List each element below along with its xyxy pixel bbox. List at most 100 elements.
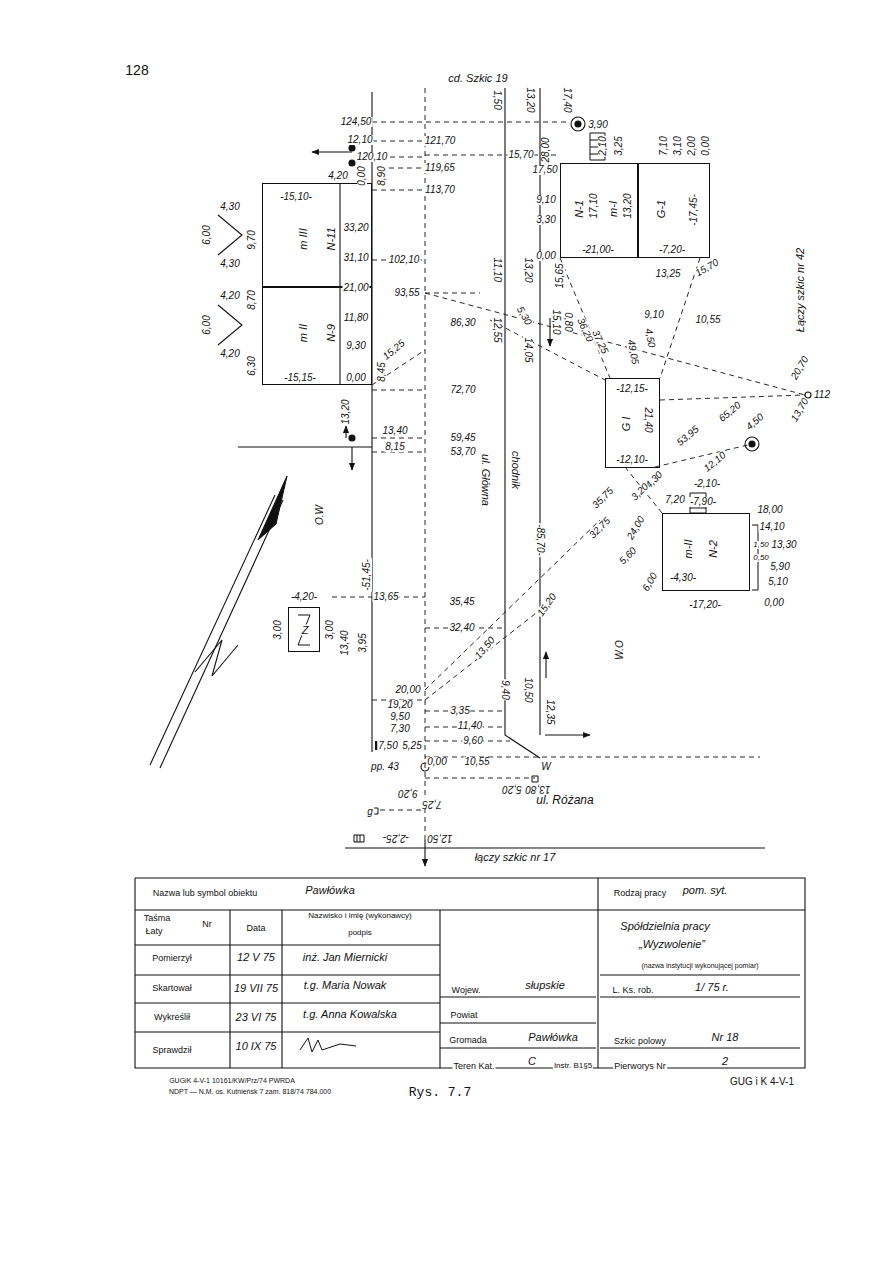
building-outline: G-1 <box>638 163 710 258</box>
dimension-label: t.g. Anna Kowalska <box>302 1009 398 1020</box>
dimension-label: 15,25 <box>380 337 407 362</box>
direction-arrow <box>312 151 352 152</box>
dimension-label: 13,20 <box>525 86 535 113</box>
survey-line <box>218 305 242 345</box>
dimension-label: 0,80 <box>563 311 573 332</box>
measurement-line <box>425 293 480 294</box>
dimension-label: 9,30 <box>345 341 366 351</box>
dimension-label: -4,20- <box>290 592 318 602</box>
dimension-label: chodnik <box>510 450 521 490</box>
dimension-label: 9,20 <box>397 788 418 798</box>
building-label: G I <box>621 416 632 433</box>
dimension-label: 65,20 <box>716 399 743 424</box>
form-text: Pierworys Nr <box>613 1062 667 1071</box>
dimension-label: Łączy szkic nr 42 <box>795 247 806 333</box>
dimension-label: -15,15- <box>283 373 317 383</box>
dimension-label: W <box>540 762 551 772</box>
building-label: N-2 <box>708 539 719 559</box>
form-table-line <box>440 996 596 997</box>
building-outline: m IIN-9 <box>262 287 372 385</box>
dimension-label: 4,30 <box>219 259 240 269</box>
form-table-line <box>440 1047 596 1048</box>
direction-arrow <box>345 426 346 438</box>
dimension-label: 15,10 <box>551 308 561 335</box>
survey-point <box>749 441 755 447</box>
dimension-label: 5,10 <box>767 577 788 587</box>
survey-point <box>575 121 581 127</box>
dimension-label: łączy szkic nr 17 <box>474 852 557 863</box>
building-label: N-9 <box>326 323 337 343</box>
dimension-label: g <box>366 807 374 817</box>
form-text: Instr. B1§5 <box>553 1062 593 1070</box>
dimension-label: 53,95 <box>674 423 701 448</box>
form-text: Teren Kat. <box>452 1062 495 1071</box>
dimension-label: Pawłówka <box>304 885 356 896</box>
dimension-label: 8,90 <box>377 165 387 186</box>
dimension-label: 10,55 <box>463 757 490 767</box>
survey-point <box>349 145 355 151</box>
map-symbol <box>360 835 361 842</box>
dimension-label: 35,45 <box>448 597 475 607</box>
dimension-label: 7,50 <box>377 741 398 751</box>
building-label: N-1 <box>574 199 585 219</box>
form-table-line <box>135 1031 440 1032</box>
dimension-label: 7,25 <box>421 799 442 809</box>
dimension-label: 93,55 <box>393 288 420 298</box>
building-label: m-II <box>683 539 694 560</box>
dimension-label: 3,10 <box>673 135 683 156</box>
dimension-label: 12,50 <box>426 833 453 843</box>
survey-line <box>160 500 283 768</box>
dimension-label: 10 IX 75 <box>235 1041 278 1052</box>
dimension-label: C <box>527 1056 537 1067</box>
dimension-label: 28,00 <box>541 136 551 163</box>
form-table-line <box>600 1047 800 1048</box>
dimension-label: Spółdzielnia pracy <box>619 921 710 932</box>
dimension-label: 120,10 <box>356 152 389 162</box>
direction-arrow <box>424 840 425 866</box>
dimension-label: 53,70 <box>449 447 476 457</box>
dimension-label: 9,50 <box>389 712 410 722</box>
dimension-label: 14,10 <box>758 522 785 532</box>
dimension-label: -2,10- <box>693 479 721 489</box>
dimension-label: -17,20- <box>688 600 722 610</box>
map-symbol <box>354 835 364 842</box>
dimension-label: 3,90 <box>587 120 608 130</box>
dimension-label: 1/ 75 r. <box>694 982 730 993</box>
survey-point <box>745 437 759 451</box>
dimension-label: 19 VII 75 <box>233 983 279 994</box>
form-table-line <box>135 1002 440 1003</box>
dimension-label: 20,70 <box>789 354 811 382</box>
dimension-label: -4,30- <box>669 573 697 583</box>
dimension-label: 9,10 <box>535 195 556 205</box>
form-text: 128 <box>124 63 149 77</box>
survey-point <box>571 117 585 131</box>
dimension-label: -12,10- <box>615 455 649 465</box>
dimension-label: 18,00 <box>756 505 783 515</box>
dimension-label: 3,35 <box>449 706 470 716</box>
dimension-label: 35,75 <box>590 485 616 511</box>
dimension-label: pom. syt. <box>682 885 729 896</box>
dimension-label: 14,05 <box>523 336 533 363</box>
building-label: m III <box>298 227 309 250</box>
dimension-label: t.g. Maria Nowak <box>303 980 388 991</box>
dimension-label: 72,70 <box>449 385 476 395</box>
dimension-label: 13,20 <box>623 192 633 219</box>
dimension-label: 10,50 <box>523 676 533 703</box>
dimension-label: 5,25 <box>401 741 422 751</box>
measurement-line <box>425 778 535 779</box>
form-text: Nr <box>201 920 213 929</box>
form-table-line <box>600 974 800 975</box>
form-text: podpis <box>347 929 373 937</box>
dimension-label: 5,90 <box>769 562 790 572</box>
dimension-label: 9,10 <box>643 310 664 320</box>
dimension-label: 49,05 <box>626 338 641 366</box>
dimension-label: 6,00 <box>202 314 212 335</box>
form-text: Sprawdził <box>151 1046 192 1055</box>
map-symbol <box>300 1038 356 1052</box>
dimension-label: 2,10 <box>598 135 608 156</box>
form-text: Skartował <box>151 984 193 993</box>
dimension-label: pp. 43 <box>370 762 400 772</box>
dimension-label: słupskie <box>524 980 566 991</box>
dimension-label: 7,10 <box>659 135 669 156</box>
dimension-label: -7,90- <box>689 497 717 507</box>
